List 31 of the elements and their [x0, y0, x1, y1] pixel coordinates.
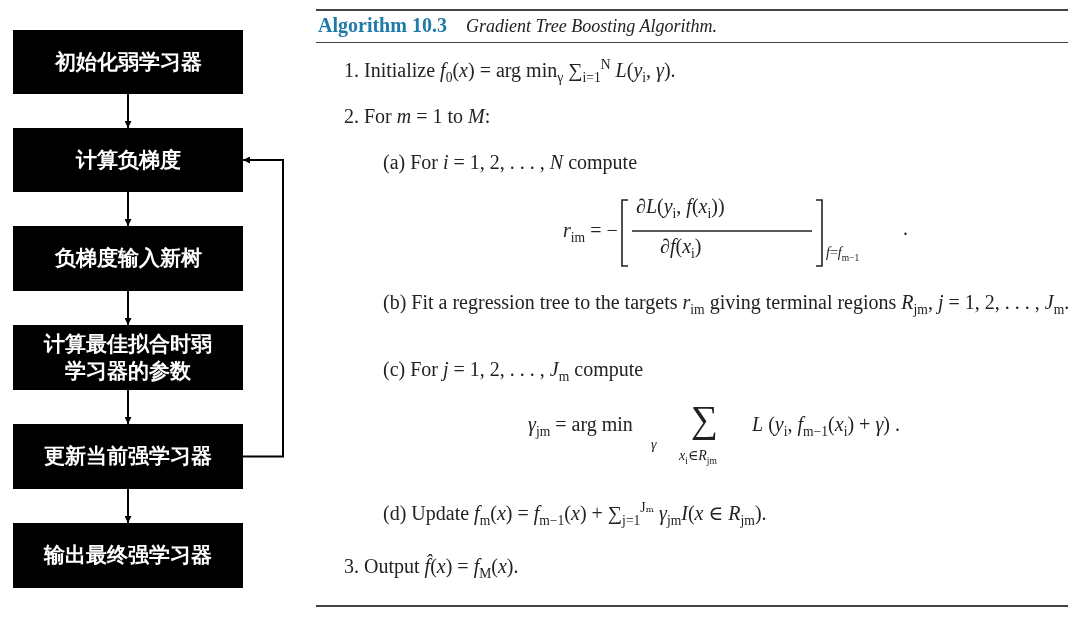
algorithm-step: (c) For j = 1, 2, . . . , J$_{m}$ compute — [383, 357, 644, 386]
algorithm-step: 2. For m = 1 to M: — [344, 104, 491, 129]
arrow — [124, 93, 132, 129]
algorithm-step: 3. Output f̂(x) = f$_{M}$(x). — [344, 554, 519, 583]
algorithm-step: ∂f(x$_{i}$) — [660, 234, 702, 263]
algorithm-step: . — [903, 216, 908, 241]
algorithm-step: γ$_{jm}$ = arg min — [528, 412, 633, 441]
arrow — [124, 488, 132, 524]
arrow — [242, 156, 284, 458]
arrow — [124, 389, 132, 425]
math-subscript: x$_{i}$∈R$_{jm}$ — [679, 447, 717, 468]
math-subscript: γ — [651, 436, 657, 454]
algorithm-step: L (y$_{i}$, f$_{m−1}$(x$_{i}$) + γ) . — [752, 412, 900, 441]
process-box: 计算负梯度 — [13, 128, 243, 192]
arrow — [124, 290, 132, 326]
algorithm-subtitle: Gradient Tree Boosting Algorithm. — [466, 15, 717, 38]
process-box: 更新当前强学习器 — [13, 424, 243, 489]
process-box: 输出最终强学习器 — [13, 523, 243, 588]
algorithm-step: (a) For i = 1, 2, . . . , N compute — [383, 150, 638, 175]
algorithm-step: 1. Initialize f$_{0}$(x) = arg min$_{γ}$ ∑$_{i=1}$$^{N}$ L(y$_{i}$, γ). — [344, 57, 676, 87]
process-box: 计算最佳拟合时弱学习器的参数 — [13, 325, 243, 390]
process-box: 负梯度输入新树 — [13, 226, 243, 291]
process-box: 初始化弱学习器 — [13, 30, 243, 94]
algorithm-step: r$_{im}$ = − — [563, 218, 618, 247]
algorithm-step: (b) Fit a regression tree to the targets r$_{im}$ giving terminal regions R$_{jm}$, j = 1, 2, . . . , J$_{m}$. — [383, 290, 1080, 319]
algorithm-title: Algorithm 10.3 — [318, 13, 447, 38]
algorithm-step: (d) Update f$_{m}$(x) = f$_{m−1}$(x) + ∑$_{j=1}$$^{Jₘ}$ γ$_{jm}$I(x ∈ R$_{jm}$). — [383, 500, 767, 530]
math-subscript: f=f$_{m−1}$ — [826, 244, 860, 265]
arrow — [124, 191, 132, 227]
sum-symbol: ∑ — [691, 397, 719, 442]
algorithm-step: ∂L(y$_{i}$, f(x$_{i}$)) — [636, 194, 725, 223]
